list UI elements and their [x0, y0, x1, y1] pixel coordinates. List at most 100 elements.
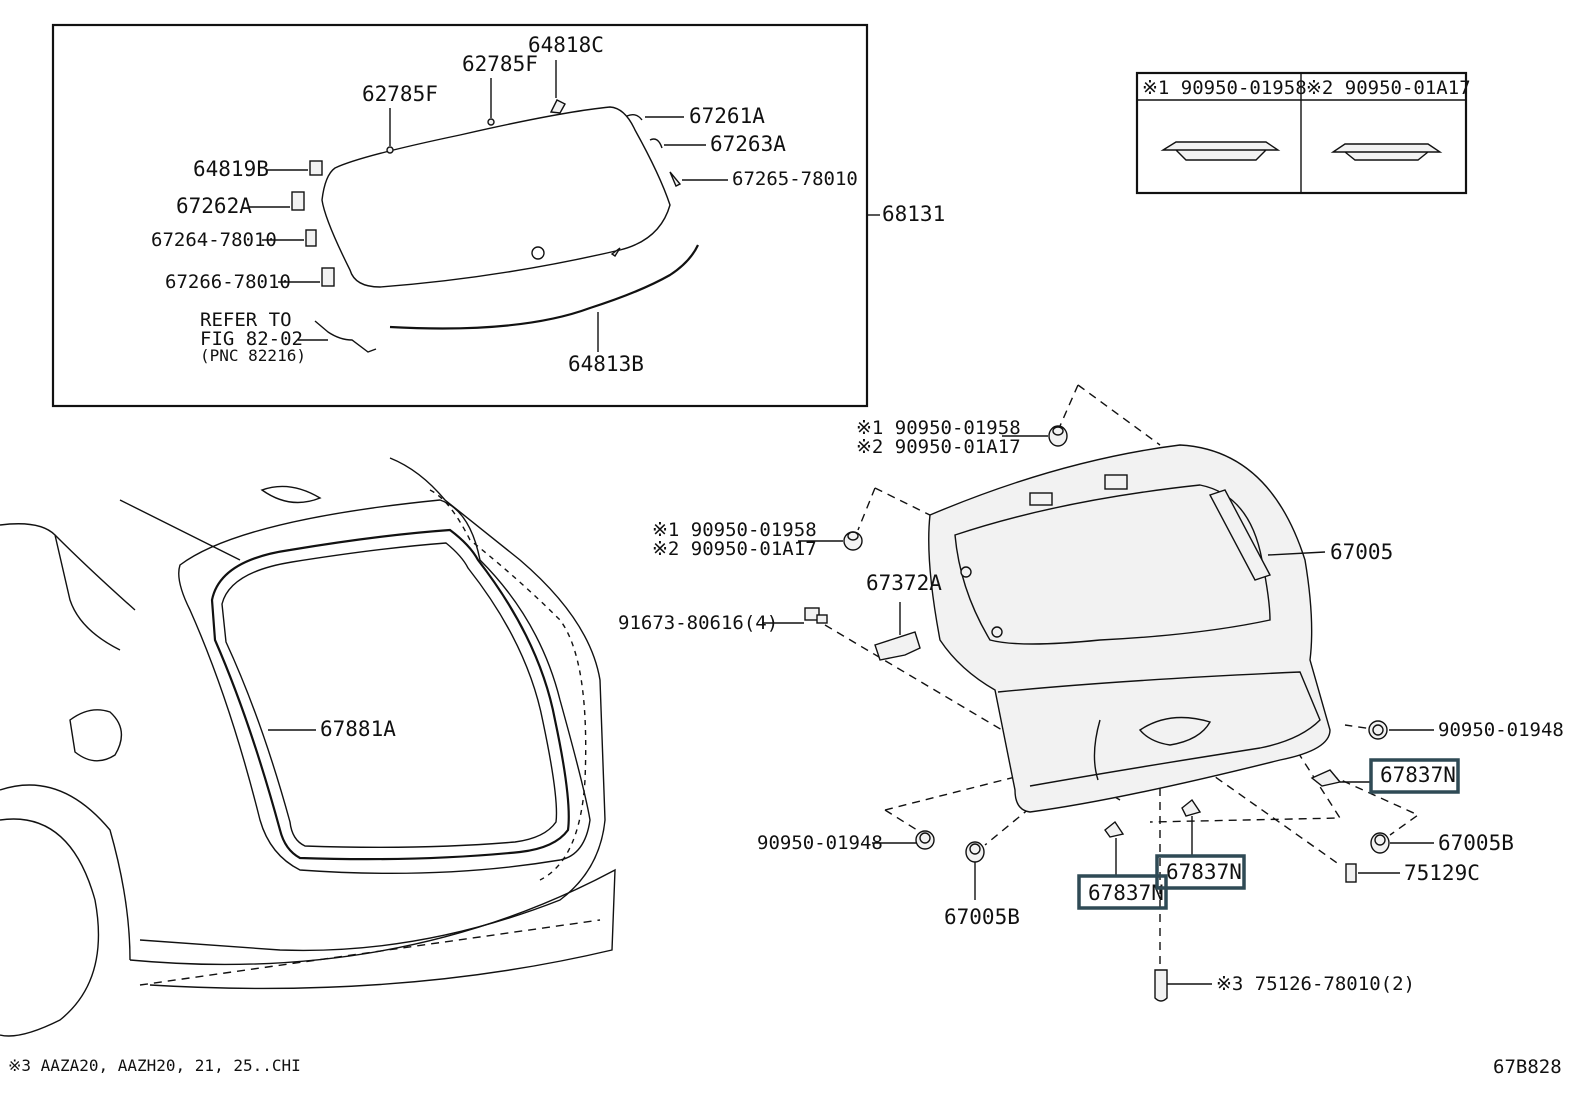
mount-line-lower-left-c	[984, 807, 1031, 846]
grommet-mid	[843, 531, 863, 551]
grommet-right	[1368, 720, 1388, 740]
back-door-handle-recess	[1138, 716, 1212, 746]
label-67262A: 67262A	[176, 194, 252, 218]
footnote-applicability: ※3 AAZA20, AAZH20, 21, 25..CHI	[8, 1056, 301, 1075]
back-window-glass	[321, 106, 671, 288]
vehicle-fuel-door	[69, 709, 123, 762]
label-64819B: 64819B	[193, 157, 269, 181]
label-67837N-right: 67837N	[1380, 763, 1456, 787]
label-refer-line3: (PNC 82216)	[200, 346, 306, 365]
label-grommet-top-2: ※2 90950-01A17	[856, 436, 1021, 458]
back-door-top-bracket-a	[1029, 492, 1053, 506]
label-refer-line1: REFER TO	[200, 309, 292, 331]
label-67266: 67266-78010	[165, 271, 291, 293]
mount-line-lower-left-a	[884, 757, 1091, 811]
label-62785F-a: 62785F	[362, 82, 438, 106]
label-75129C: 75129C	[1404, 861, 1480, 885]
highlight-67837N-mid	[1155, 854, 1246, 890]
label-67264: 67264-78010	[151, 229, 277, 251]
grommet-legend-table: ※1 90950-01958 ※2 90950-01A17	[1135, 71, 1471, 195]
highlight-67837N-right	[1369, 758, 1460, 794]
back-door-inner-lower	[997, 671, 1321, 787]
cushion-67837N-left	[1104, 820, 1125, 838]
diagram-id: 67B828	[1493, 1056, 1562, 1078]
stopper-67005B-left	[965, 841, 985, 863]
vehicle-rear-bumper	[129, 868, 616, 990]
part-64818C-shape	[549, 99, 566, 114]
vehicle-roof-antenna	[260, 485, 322, 504]
label-grommet-top-1: ※1 90950-01958	[856, 417, 1021, 439]
mount-line-mid-a	[857, 487, 876, 531]
mount-line-mid-b	[874, 487, 941, 521]
mount-line-top-b	[1077, 384, 1161, 446]
label-67265: 67265-78010	[732, 168, 858, 190]
vehicle-quarter-window	[54, 534, 136, 611]
back-door-license-recess-a	[1093, 719, 1101, 781]
vehicle-c-pillar-line	[0, 523, 121, 651]
grommet-top	[1048, 425, 1068, 447]
part-67263A-shape	[649, 138, 663, 149]
part-67261A-shape	[626, 113, 643, 121]
vehicle-roof-line-a	[119, 499, 241, 561]
label-67005B-left: 67005B	[944, 905, 1020, 929]
legend-col2-label: ※2 90950-01A17	[1306, 77, 1471, 99]
wire-harness	[314, 320, 377, 353]
label-67263A: 67263A	[710, 132, 786, 156]
vehicle-rear-tire	[0, 818, 100, 1037]
back-door-window-opening	[954, 484, 1271, 645]
label-64818C: 64818C	[528, 33, 604, 57]
glass-clip-small	[610, 247, 621, 257]
mount-line-lower-center	[1149, 739, 1342, 823]
part-67264-shape	[305, 229, 317, 247]
glass-inset-panel: 62785F 62785F 64818C 67261A 67263A 67265…	[51, 23, 945, 408]
leader-67005	[1267, 551, 1326, 556]
part-62785F-a-shape	[386, 146, 394, 154]
label-75126: ※3 75126-78010(2)	[1216, 973, 1415, 995]
part-62785F-b-shape	[487, 118, 495, 126]
grommet-type2-icon	[1330, 143, 1443, 161]
back-door-clip-left	[960, 566, 972, 578]
highlight-67837N-left	[1077, 874, 1168, 910]
label-64813B: 64813B	[568, 352, 644, 376]
grommet-lower-left	[915, 830, 935, 850]
label-67005: 67005	[1330, 540, 1393, 564]
glass-hole	[531, 246, 545, 260]
vehicle-bumper-lower-line	[139, 919, 601, 986]
mount-line-right-lower	[1329, 774, 1420, 836]
cushion-67837N-right	[1310, 769, 1342, 787]
grommet-type1-icon	[1160, 141, 1281, 161]
glass-lower-moulding	[389, 244, 699, 330]
legend-col1-label: ※1 90950-01958	[1142, 77, 1307, 99]
label-67261A: 67261A	[689, 104, 765, 128]
hinge-bolt	[804, 607, 828, 624]
back-door-opening	[178, 499, 591, 875]
cushion-67837N-mid	[1181, 798, 1202, 817]
label-62785F-b: 62785F	[462, 52, 538, 76]
back-door-clip-lower	[991, 626, 1003, 638]
part-67265-shape	[669, 171, 682, 187]
back-door-stay-bracket	[1208, 489, 1272, 581]
label-90950-left: 90950-01948	[757, 832, 883, 854]
label-91673: 91673-80616(4)	[618, 612, 778, 634]
hinge-67372A	[874, 602, 921, 661]
label-90950-right: 90950-01948	[1438, 719, 1564, 741]
weatherstrip-outer	[210, 528, 570, 861]
label-67005B-right: 67005B	[1438, 831, 1514, 855]
vehicle-body-outline	[139, 457, 606, 952]
label-68131: 68131	[882, 202, 945, 226]
vehicle-rear-view: 67881A	[0, 457, 616, 1037]
part-75126-shape	[1154, 969, 1168, 1002]
label-67372A: 67372A	[866, 571, 942, 595]
part-67266-shape	[321, 267, 335, 287]
part-75129C-shape	[1345, 863, 1357, 883]
label-grommet-mid-2: ※2 90950-01A17	[652, 538, 817, 560]
label-grommet-mid-1: ※1 90950-01958	[652, 519, 817, 541]
back-door-assembly: ※1 90950-01958 ※2 90950-01A17 ※1 90950-0…	[618, 384, 1564, 1002]
back-door-panel	[928, 444, 1331, 813]
vehicle-door-shadow-line	[429, 489, 587, 881]
mount-line-lower-left-b	[884, 809, 926, 836]
label-67837N-left: 67837N	[1088, 881, 1164, 905]
stopper-67005B-right	[1370, 832, 1390, 854]
